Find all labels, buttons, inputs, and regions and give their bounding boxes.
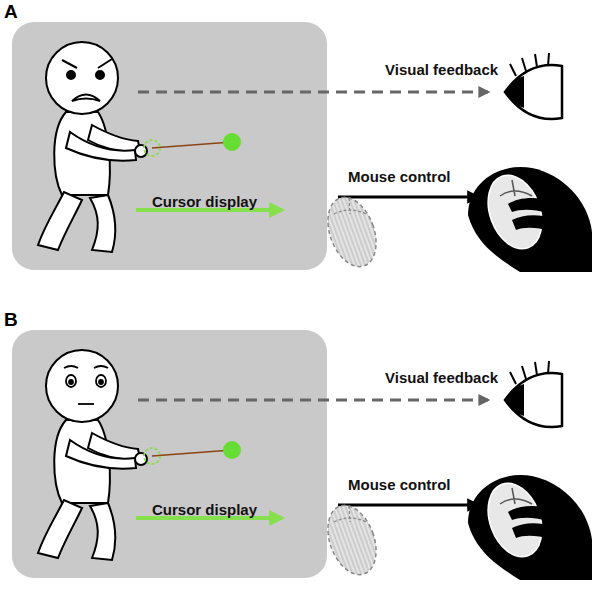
panel-b-figure — [38, 350, 592, 581]
mouse-control-label: Mouse control — [348, 168, 451, 186]
mouse-control-label: Mouse control — [348, 476, 451, 494]
visual-feedback-label: Visual feedback — [385, 61, 498, 79]
panel-caption: Cursor display — [152, 193, 257, 211]
neutral-face — [64, 366, 108, 404]
angry-face — [62, 59, 112, 101]
panel-letter: A — [4, 1, 18, 23]
panel-caption: Cursor display — [152, 501, 257, 519]
panel-letter: B — [4, 309, 18, 331]
visual-feedback-label: Visual feedback — [385, 369, 498, 387]
panel-a-figure — [38, 42, 592, 273]
